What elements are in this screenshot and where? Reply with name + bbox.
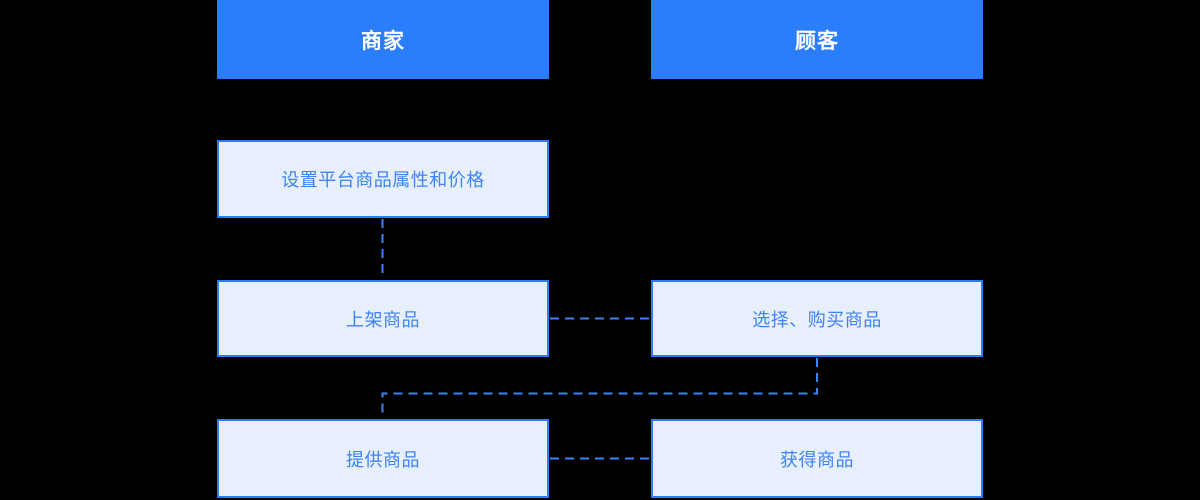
- lane-header-customer-label: 顾客: [795, 29, 839, 53]
- lane-header-merchant-label: 商家: [361, 29, 405, 53]
- edge-select-buy-to-provide-goods: [381, 358, 818, 417]
- node-label: 上架商品: [346, 309, 420, 330]
- node-set-product-attributes-price: 设置平台商品属性和价格: [217, 140, 549, 218]
- node-label: 选择、购买商品: [752, 309, 882, 330]
- node-provide-goods: 提供商品: [217, 419, 549, 498]
- node-select-buy-goods: 选择、购买商品: [651, 280, 983, 357]
- node-label: 设置平台商品属性和价格: [281, 170, 485, 190]
- node-receive-goods: 获得商品: [651, 419, 983, 498]
- node-list-goods: 上架商品: [217, 280, 549, 357]
- lane-header-merchant: 商家: [217, 0, 549, 79]
- lane-header-customer: 顾客: [651, 0, 983, 79]
- node-label: 提供商品: [346, 449, 420, 470]
- node-label: 获得商品: [780, 449, 854, 470]
